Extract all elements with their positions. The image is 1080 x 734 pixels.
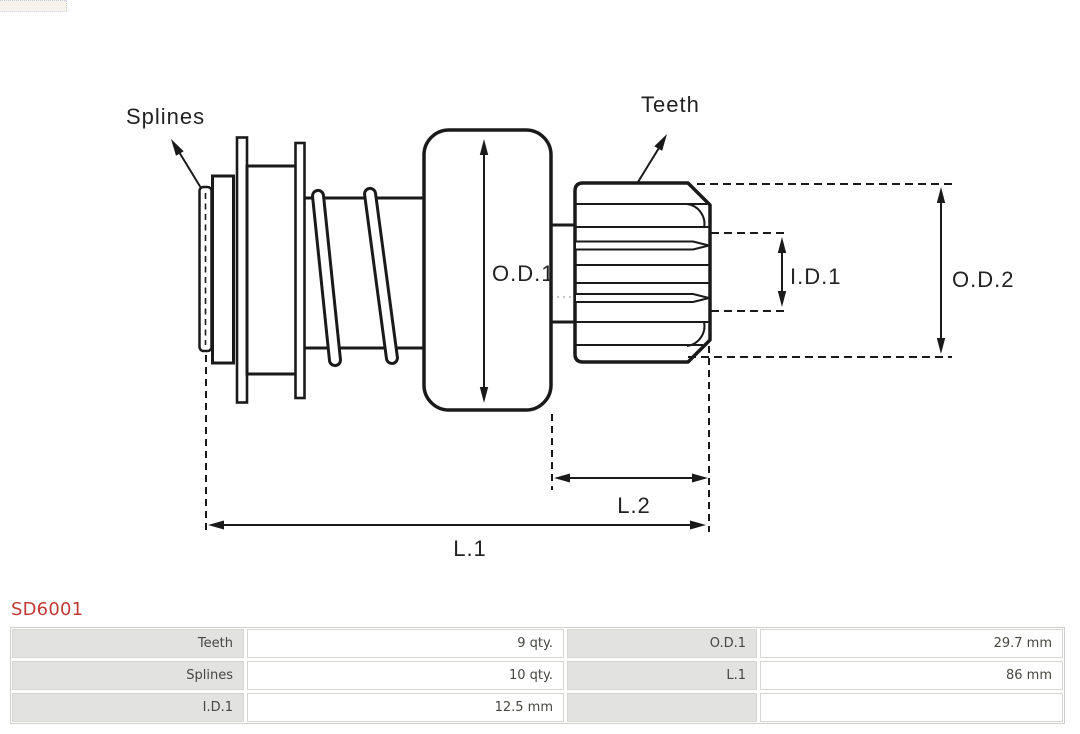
arrowhead xyxy=(554,473,570,483)
spec-value: 10 qty. xyxy=(247,661,564,690)
table-row: Splines 10 qty. L.1 86 mm xyxy=(12,661,1063,690)
dimension-l1: L.1 xyxy=(205,355,706,561)
dimension-od1: O.D.1 xyxy=(479,139,554,403)
spring xyxy=(311,186,399,368)
spec-label: I.D.1 xyxy=(12,693,244,722)
spec-value: 12.5 mm xyxy=(247,693,564,722)
step-shaft xyxy=(551,223,575,324)
gear-teeth-lines xyxy=(576,203,710,347)
dimension-id1: I.D.1 xyxy=(711,232,841,312)
spec-value xyxy=(760,693,1063,722)
teeth-callout: Teeth xyxy=(637,92,700,183)
mid-cylinder xyxy=(245,164,303,376)
part-number: SD6001 xyxy=(11,599,84,620)
spec-label: L.1 xyxy=(567,661,757,690)
spec-value: 9 qty. xyxy=(247,629,564,658)
arrowhead xyxy=(777,237,787,253)
label-od2: O.D.2 xyxy=(952,267,1014,292)
label-splines: Splines xyxy=(126,104,205,129)
label-l1: L.1 xyxy=(453,536,487,561)
arrowhead xyxy=(690,520,706,530)
arrowhead xyxy=(479,139,489,155)
splined-shaft-end xyxy=(198,136,306,404)
arrowhead xyxy=(208,520,224,530)
table-row: I.D.1 12.5 mm xyxy=(12,693,1063,722)
arrowhead xyxy=(479,387,489,403)
spec-value: 29.7 mm xyxy=(760,629,1063,658)
spec-table: Teeth 9 qty. O.D.1 29.7 mm Splines 10 qt… xyxy=(10,627,1065,724)
label-id1: I.D.1 xyxy=(790,264,841,289)
label-teeth: Teeth xyxy=(641,92,700,117)
clutch-body xyxy=(422,128,553,412)
arrowhead xyxy=(692,473,708,483)
technical-drawing: O.D.1 I.D.1 O.D.2 L.2 xyxy=(126,92,1014,561)
rear-flange xyxy=(294,141,306,400)
arrowhead xyxy=(171,139,184,156)
spec-label: O.D.1 xyxy=(567,629,757,658)
arrowhead xyxy=(936,338,946,354)
dimension-od2: O.D.2 xyxy=(688,183,1014,358)
arrowhead xyxy=(777,291,787,307)
label-od1: O.D.1 xyxy=(492,261,554,286)
spec-value: 86 mm xyxy=(760,661,1063,690)
pinion-gear xyxy=(573,181,712,364)
watermark xyxy=(0,0,67,12)
table-row: Teeth 9 qty. O.D.1 29.7 mm xyxy=(12,629,1063,658)
spec-label xyxy=(567,693,757,722)
dimension-l2: L.2 xyxy=(551,346,710,532)
spec-label: Teeth xyxy=(12,629,244,658)
splines-callout: Splines xyxy=(126,104,205,189)
arrowhead xyxy=(654,134,667,151)
hub-collar xyxy=(211,174,235,365)
spec-label: Splines xyxy=(12,661,244,690)
arrowhead xyxy=(936,187,946,203)
label-l2: L.2 xyxy=(617,493,651,518)
